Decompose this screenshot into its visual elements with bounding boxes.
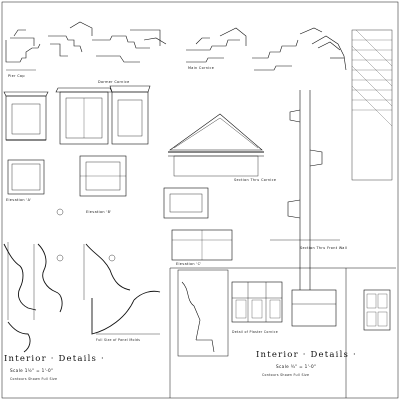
panel-mold-contour xyxy=(91,290,161,335)
title-left-scale: Scale 1½" = 1'-0" xyxy=(10,368,54,373)
molding-contour-4 xyxy=(7,321,31,353)
label-pier-cap: Pier Cap xyxy=(8,74,25,78)
detail-marker xyxy=(108,254,116,262)
cornice-detail-1 xyxy=(5,29,41,71)
elevation-b-drawing xyxy=(55,87,113,145)
title-right-note: Contours Shown Full Size xyxy=(262,373,310,377)
cornice-detail-6 xyxy=(311,35,347,71)
note-panel-mold: Full Size of Panel Molds xyxy=(96,338,141,342)
elevation-c-drawing xyxy=(109,85,151,145)
small-elevation-1 xyxy=(7,159,45,195)
label-elevation-b: Elevation 'B' xyxy=(86,210,112,214)
small-elevation-4 xyxy=(171,229,233,261)
elevation-a-drawing xyxy=(3,91,49,141)
molding-contour-2 xyxy=(33,243,63,320)
label-section-cornice: Section Thru Cornice xyxy=(234,178,277,182)
molding-contour-3 xyxy=(83,243,131,300)
wall-section-drawing xyxy=(270,90,340,290)
note-plaster-cornice: Detail of Plaster Cornice xyxy=(232,330,278,334)
small-elevation-2 xyxy=(79,155,127,197)
pediment-elevation xyxy=(168,113,264,177)
brick-pattern-detail xyxy=(351,29,393,181)
section-detail-bottom xyxy=(177,269,229,357)
cornice-detail-2 xyxy=(48,21,93,57)
small-elevation-3 xyxy=(163,187,209,219)
label-section-wall: Section Thru Front Wall xyxy=(300,246,348,250)
cornice-detail-5 xyxy=(252,27,323,71)
detail-marker xyxy=(56,254,64,262)
label-main-cornice: Main Cornice xyxy=(188,66,215,70)
title-right-scale: Scale ¾" = 1'-0" xyxy=(276,364,317,369)
cabinet-elevation-2 xyxy=(291,289,337,327)
label-elevation-c: Elevation 'C' xyxy=(176,262,202,266)
label-elevation-a: Elevation 'A' xyxy=(6,198,32,202)
label-dormer-cornice: Dormer Cornice xyxy=(98,80,130,84)
cabinet-elevation xyxy=(231,281,283,323)
title-right: Interior · Details · xyxy=(256,350,357,360)
cornice-detail-4 xyxy=(186,27,247,63)
cornice-detail-3 xyxy=(92,29,167,63)
door-elevation xyxy=(363,289,391,331)
title-left-note: Contours Shown Full Size xyxy=(10,377,58,381)
title-left: Interior · Details · xyxy=(4,354,105,364)
molding-contour-1 xyxy=(3,242,37,320)
detail-marker xyxy=(56,208,64,216)
